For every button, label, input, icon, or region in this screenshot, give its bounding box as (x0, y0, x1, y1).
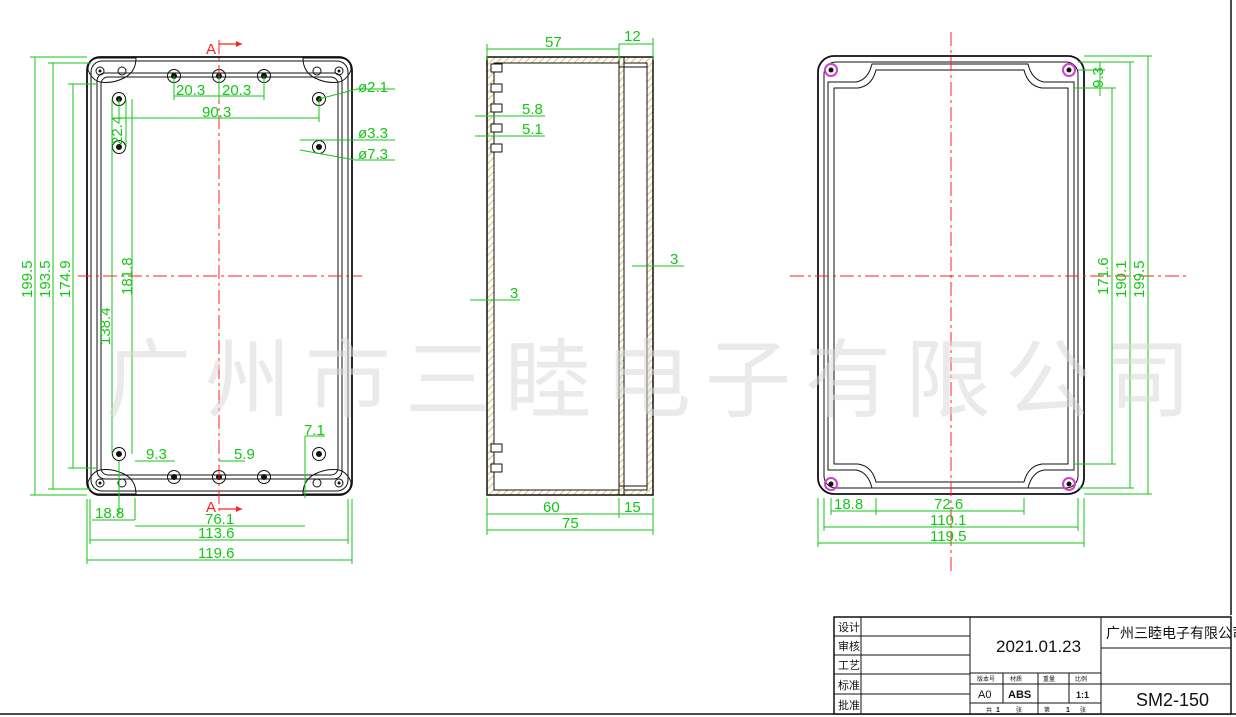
tb-row-standard: 标准 (838, 678, 860, 692)
tb-row-review: 审核 (838, 639, 860, 653)
dim-back-height-2: 190.1 (1113, 260, 1130, 298)
tb-version: A0 (978, 689, 991, 701)
tb-row-approve: 批准 (838, 698, 860, 712)
front-corner-hole-br (334, 478, 344, 488)
front-view: A A 20.3 (19, 40, 395, 564)
title-block-frame (833, 616, 1232, 715)
back-dimension-lines (817, 55, 1152, 547)
dim-hole-pitch-1: 20.3 (176, 82, 205, 99)
tb-sheet-total-value: 1 (996, 707, 1000, 714)
dim-depth-lid: 12 (624, 28, 641, 45)
front-corner-hole-tr-center (337, 69, 341, 73)
section-label-top: A (206, 41, 216, 58)
dim-height-2: 193.5 (37, 260, 54, 298)
dim-boss-offset: 9.3 (146, 446, 167, 463)
front-corner-hole-bl (95, 478, 105, 488)
section-arrowhead-top (236, 41, 242, 47)
side-dimension-lines (470, 38, 684, 535)
dim-bottom-lid: 15 (624, 499, 641, 516)
side-grooves (490, 63, 503, 473)
title-block: 设计 审核 工艺 标准 批准 2021.01.23 广州三睦电子有限公司 版本号… (833, 616, 1236, 715)
company-watermark: 广州市三睦电子有限公司 (105, 331, 1205, 431)
dim-width-overall: 119.6 (198, 545, 234, 562)
front-corner-hole-tr2 (312, 66, 322, 76)
front-corner-hole-bl-center (98, 481, 102, 485)
dim-groove-2: 5.1 (522, 121, 543, 138)
front-corner-hole-bl2 (117, 478, 127, 488)
tb-header-version: 版本号 (977, 675, 995, 683)
dim-wall-right: 3 (670, 251, 678, 268)
dim-width-offset: 18.8 (95, 505, 124, 522)
tb-material: ABS (1008, 689, 1031, 701)
dim-back-width-overall: 119.5 (930, 528, 966, 545)
front-corner-hole-tl2 (117, 66, 127, 76)
dim-hole-span: 90.3 (202, 104, 231, 121)
tb-date: 2021.01.23 (996, 637, 1081, 656)
back-inner-outline (827, 63, 1075, 489)
tb-sheet-unit-1: 张 (1016, 706, 1022, 714)
dim-groove-1: 5.8 (522, 101, 543, 118)
side-view: 57 12 5.8 5.1 3 3 60 15 75 (470, 28, 684, 535)
tb-header-material: 材质 (1010, 675, 1022, 683)
dim-bottom-body: 60 (543, 499, 560, 516)
dim-edge-offset-v: 22.4 (109, 116, 126, 145)
front-corner-hole-br-center (337, 481, 341, 485)
tb-sheet-no-value: 1 (1066, 707, 1070, 714)
dim-hole-dia-large: ø7.3 (358, 146, 388, 163)
section-arrowhead-bottom (236, 506, 242, 512)
back-inner-outline-2 (833, 69, 1069, 483)
dim-hole-dia-small: ø2.1 (358, 79, 388, 96)
dim-height-overall: 199.5 (19, 260, 36, 298)
tb-sheet-unit-2: 张 (1080, 706, 1086, 714)
dim-back-width-offset: 18.8 (834, 496, 863, 513)
tb-row-design: 设计 (838, 621, 860, 634)
dim-height-5: 138.4 (97, 307, 114, 345)
dim-back-width-1: 72.6 (934, 496, 963, 513)
dim-depth-body: 57 (545, 34, 562, 51)
tb-row-process: 工艺 (838, 659, 860, 672)
front-dimension-lines (30, 56, 395, 564)
front-corner-hole-tl (95, 66, 105, 76)
front-corner-bl (87, 469, 137, 495)
front-corner-tr (302, 57, 352, 83)
dim-hole-dia-mid: ø3.3 (358, 125, 388, 142)
dim-hole-pitch-2: 20.3 (222, 82, 251, 99)
dim-width-1: 76.1 (205, 511, 234, 528)
dim-back-height-1: 171.6 (1095, 257, 1112, 295)
dim-back-corner-offset: 9.3 (1090, 67, 1107, 88)
front-corner-hole-br2 (312, 478, 322, 488)
section-label-bottom: A (206, 499, 216, 516)
front-corner-tl (87, 57, 137, 83)
dim-boss-dia: 5.9 (234, 446, 255, 463)
tb-scale: 1:1 (1076, 690, 1089, 700)
tb-sheet-no-label: 第 (1044, 706, 1050, 714)
tb-drawing-number: SM2-150 (1136, 690, 1209, 710)
back-corner-holes (824, 63, 1076, 491)
tb-header-scale: 比例 (1075, 675, 1087, 683)
dim-width-2: 113.6 (198, 525, 234, 542)
dim-bottom-total: 75 (562, 515, 579, 532)
front-corner-hole-tr (334, 66, 344, 76)
tb-sheet-total-label: 共 (986, 706, 992, 714)
tb-header-weight: 重量 (1043, 675, 1055, 683)
dim-height-3: 174.9 (57, 260, 74, 298)
dim-corner-offset: 7.1 (304, 422, 325, 439)
dim-wall-left: 3 (510, 285, 518, 302)
dim-back-height-overall: 199.5 (1131, 260, 1148, 298)
tb-company: 广州三睦电子有限公司 (1106, 625, 1236, 641)
front-corner-br (302, 469, 352, 495)
dim-height-4: 181.8 (119, 257, 136, 295)
dim-back-width-2: 110.1 (930, 512, 966, 529)
front-corner-hole-tl-center (98, 69, 102, 73)
back-view: 9.3 171.6 190.1 199.5 18.8 72.6 110.1 11… (790, 32, 1188, 575)
